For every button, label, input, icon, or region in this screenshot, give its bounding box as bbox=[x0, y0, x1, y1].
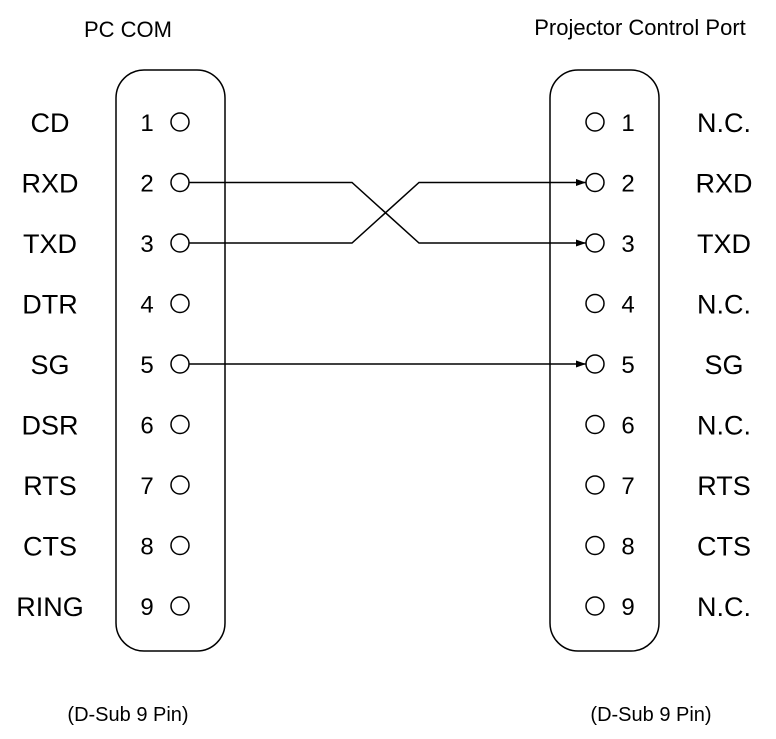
left-pin-number: 1 bbox=[140, 110, 153, 137]
right-connector-body bbox=[549, 69, 660, 652]
left-pin-signal: CD bbox=[31, 108, 70, 138]
right-pin-signal: N.C. bbox=[697, 411, 751, 441]
right-pin-row: 6 N.C. bbox=[585, 411, 751, 441]
left-pin-circle-icon bbox=[170, 414, 190, 435]
right-pin-circle-icon bbox=[585, 112, 605, 132]
left-pin-signal: RTS bbox=[23, 471, 77, 501]
left-pin-signal: RING bbox=[16, 592, 84, 622]
right-pin-number: 1 bbox=[621, 110, 634, 137]
right-pin-signal: SG bbox=[704, 350, 743, 380]
right-pin-signal: N.C. bbox=[697, 290, 751, 320]
right-pin-signal: RTS bbox=[697, 471, 751, 501]
right-pin-number: 7 bbox=[621, 473, 634, 500]
left-pin-number: 5 bbox=[140, 352, 153, 379]
right-pin-number: 8 bbox=[621, 534, 634, 561]
left-pin-signal: SG bbox=[30, 350, 69, 380]
right-pin-circle-icon bbox=[585, 414, 605, 435]
left-pin-row: RXD 2 bbox=[21, 169, 190, 199]
wire-2-to-3 bbox=[189, 181, 586, 244]
right-pin-number: 5 bbox=[621, 352, 634, 379]
left-pin-signal: TXD bbox=[23, 229, 77, 259]
wires bbox=[189, 179, 586, 368]
right-pin-circle-icon bbox=[585, 233, 605, 253]
left-pin-row: SG 5 bbox=[30, 350, 190, 380]
right-pin-signal: CTS bbox=[697, 532, 751, 562]
right-pin-row: 1 N.C. bbox=[585, 108, 751, 138]
right-pin-row: 9 N.C. bbox=[585, 592, 751, 622]
left-pin-circle-icon bbox=[170, 596, 190, 616]
left-pin-signal: DTR bbox=[22, 290, 78, 320]
left-pin-circle-icon bbox=[170, 172, 190, 193]
right-pin-signal: N.C. bbox=[697, 592, 751, 622]
right-pin-signal: N.C. bbox=[697, 108, 751, 138]
left-pin-row: CD 1 bbox=[31, 108, 190, 138]
right-pin-row: 8 CTS bbox=[585, 532, 751, 562]
right-connector-caption: (D-Sub 9 Pin) bbox=[590, 704, 711, 726]
right-pin-number: 2 bbox=[621, 171, 634, 198]
right-pin-number: 3 bbox=[621, 231, 634, 258]
right-pin-circle-icon bbox=[585, 596, 605, 616]
left-pin-row: DTR 4 bbox=[22, 290, 190, 320]
right-pin-circle-icon bbox=[585, 475, 605, 495]
left-pin-number: 9 bbox=[140, 594, 153, 621]
left-pin-number: 6 bbox=[140, 413, 153, 440]
left-pin-number: 4 bbox=[140, 292, 153, 319]
right-pin-row: 5 SG bbox=[585, 350, 744, 380]
right-pin-row: 3 TXD bbox=[585, 229, 751, 259]
left-pin-number: 3 bbox=[140, 231, 153, 258]
right-pin-number: 9 bbox=[621, 594, 634, 621]
right-pin-row: 7 RTS bbox=[585, 471, 751, 501]
left-pin-circle-icon bbox=[170, 475, 190, 495]
left-pin-circle-icon bbox=[170, 535, 190, 556]
left-pin-signal: CTS bbox=[23, 532, 77, 562]
right-connector-title: Projector Control Port bbox=[534, 15, 746, 40]
left-pin-circle-icon bbox=[170, 112, 190, 132]
wire-2-to-3-arrowhead bbox=[576, 239, 586, 247]
right-pin-signal: TXD bbox=[697, 229, 751, 259]
wire-3-to-2-arrowhead bbox=[576, 179, 586, 186]
left-connector-title: PC COM bbox=[84, 17, 172, 42]
left-pin-row: TXD 3 bbox=[23, 229, 190, 259]
left-pin-number: 8 bbox=[140, 534, 153, 561]
wire-5-to-5-arrowhead bbox=[576, 360, 586, 368]
left-pin-signal: DSR bbox=[21, 411, 78, 441]
left-pin-signal: RXD bbox=[21, 169, 78, 199]
right-pin-row: 4 N.C. bbox=[585, 290, 751, 320]
left-connector-body bbox=[115, 69, 226, 652]
right-pin-circle-icon bbox=[585, 354, 605, 374]
left-connector-caption: (D-Sub 9 Pin) bbox=[67, 704, 188, 726]
left-pin-number: 2 bbox=[140, 171, 153, 198]
left-pin-number: 7 bbox=[140, 473, 153, 500]
right-pin-circle-icon bbox=[585, 172, 605, 193]
right-pin-circle-icon bbox=[585, 293, 605, 314]
right-pin-row: 2 RXD bbox=[585, 169, 753, 199]
right-pin-number: 4 bbox=[621, 292, 634, 319]
right-pin-circle-icon bbox=[585, 535, 605, 556]
left-pin-row: CTS 8 bbox=[23, 532, 190, 562]
left-pin-circle-icon bbox=[170, 354, 190, 374]
left-pin-circle-icon bbox=[170, 233, 190, 253]
right-pin-number: 6 bbox=[621, 413, 634, 440]
left-pin-row: DSR 6 bbox=[21, 411, 190, 441]
left-pin-row: RING 9 bbox=[16, 592, 190, 622]
wire-3-to-2 bbox=[189, 181, 586, 244]
left-pin-row: RTS 7 bbox=[23, 471, 190, 501]
left-pin-circle-icon bbox=[170, 293, 190, 314]
right-pin-signal: RXD bbox=[695, 169, 752, 199]
